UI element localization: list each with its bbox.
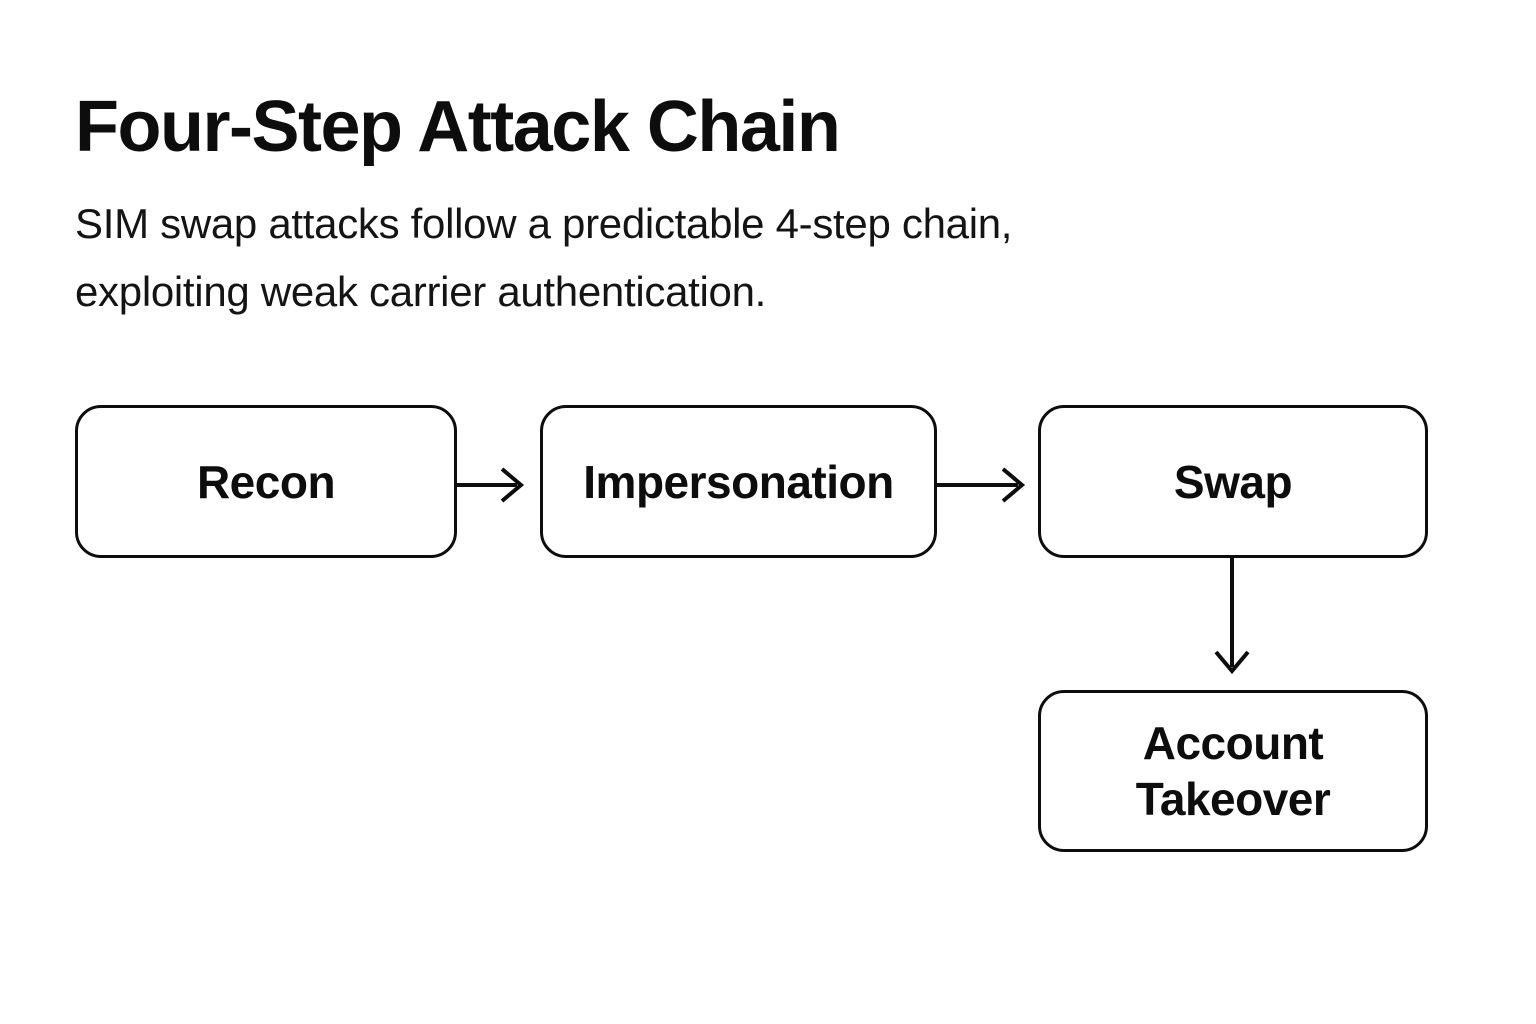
page-subtitle: SIM swap attacks follow a predictable 4-… xyxy=(75,190,1012,326)
flow-node-account-takeover: Account Takeover xyxy=(1038,690,1428,852)
edge-swap-to-account-takeover xyxy=(1214,558,1250,675)
edge-recon-to-impersonation xyxy=(457,467,525,503)
subtitle-line-1: SIM swap attacks follow a predictable 4-… xyxy=(75,200,1013,247)
flow-node-label: Swap xyxy=(1173,455,1293,508)
flow-node-label: Impersonation xyxy=(583,455,894,508)
flow-node-recon: Recon xyxy=(75,405,457,558)
flow-node-swap: Swap xyxy=(1038,405,1428,558)
edge-impersonation-to-swap xyxy=(937,467,1026,503)
subtitle-line-2: exploiting weak carrier authentication. xyxy=(75,268,767,315)
flow-node-impersonation: Impersonation xyxy=(540,405,937,558)
flow-node-label: Account Takeover xyxy=(1135,717,1331,825)
flow-node-label: Recon xyxy=(196,455,336,508)
page-title: Four-Step Attack Chain xyxy=(75,87,841,167)
